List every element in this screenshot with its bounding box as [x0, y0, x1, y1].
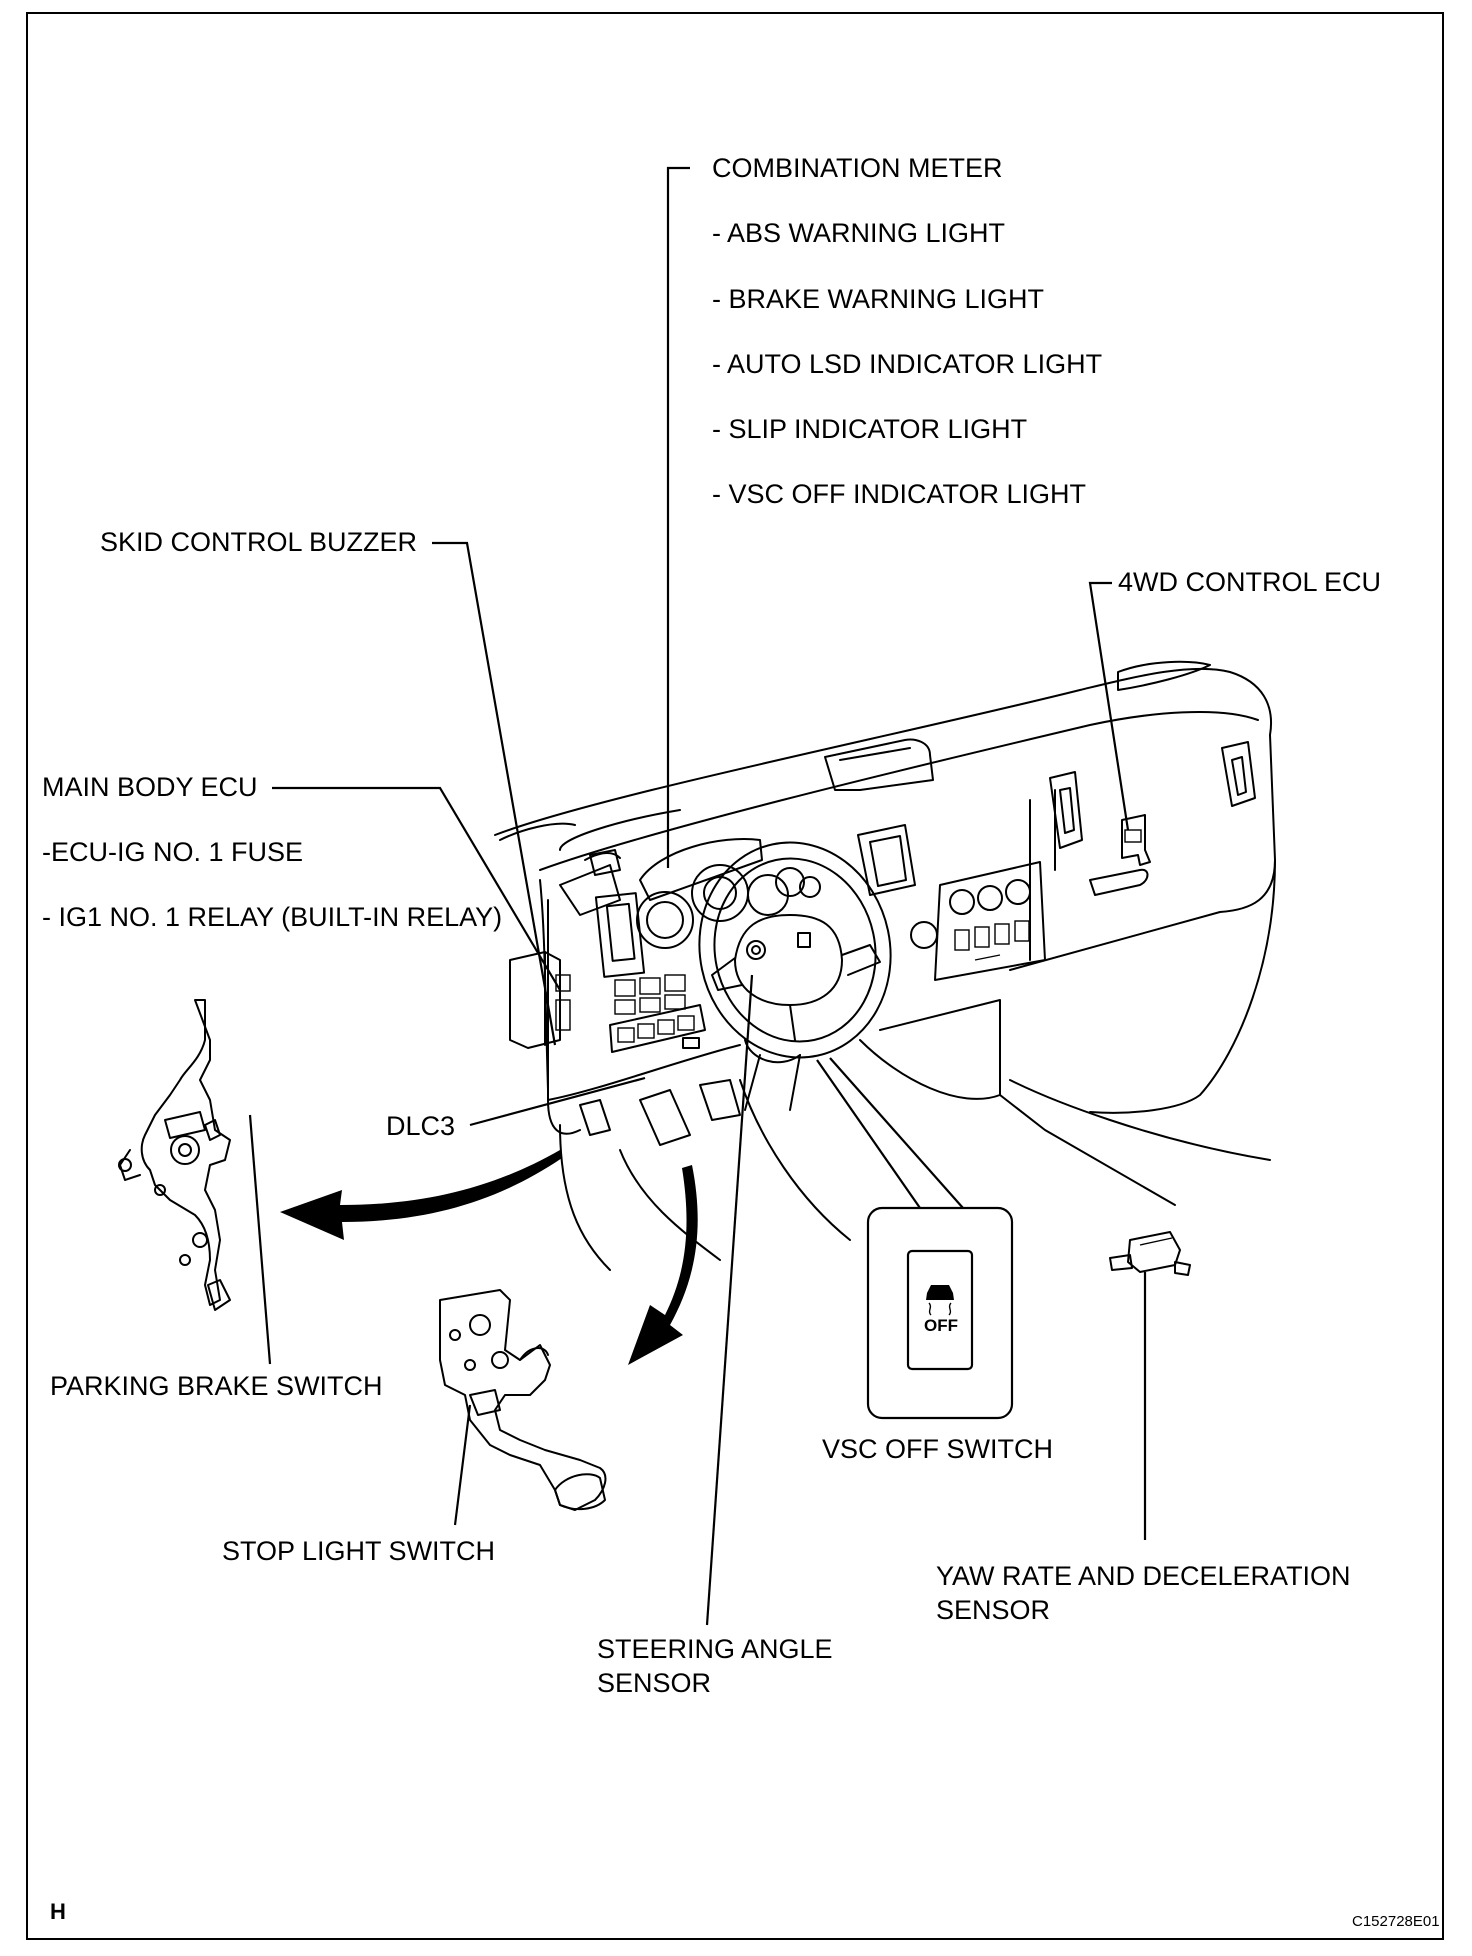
brake-pedal-assembly: [439, 1289, 607, 1511]
leader-lines: [248, 166, 1147, 1626]
diagram-frame: [26, 12, 1444, 1940]
vsc-off-switch-callout: [866, 1206, 1014, 1420]
label-vsc-off-switch: VSC OFF SWITCH: [822, 1434, 1053, 1464]
label-stop-light-switch: STOP LIGHT SWITCH: [222, 1536, 496, 1566]
label-abs-warning-light: - ABS WARNING LIGHT: [712, 218, 1006, 248]
vsc-switch-off-text: OFF: [924, 1316, 958, 1335]
label-4wd-control-ecu: 4WD CONTROL ECU: [1118, 567, 1382, 597]
label-dlc3: DLC3: [386, 1111, 456, 1141]
yaw-rate-sensor: [1109, 1231, 1191, 1276]
label-steering-angle-line1: STEERING ANGLE: [597, 1634, 833, 1664]
label-ecu-ig-fuse: -ECU-IG NO. 1 FUSE: [42, 837, 304, 867]
label-main-body-ecu: MAIN BODY ECU: [42, 772, 258, 802]
dashboard: [494, 660, 1276, 1271]
label-skid-control-buzzer: SKID CONTROL BUZZER: [100, 527, 418, 557]
label-steering-angle-line2: SENSOR: [597, 1668, 712, 1698]
label-yaw-rate-line1: YAW RATE AND DECELERATION: [936, 1561, 1351, 1591]
label-vsc-off-indicator: - VSC OFF INDICATOR LIGHT: [712, 479, 1087, 509]
label-parking-brake-switch: PARKING BRAKE SWITCH: [50, 1371, 383, 1401]
label-slip-indicator: - SLIP INDICATOR LIGHT: [712, 414, 1028, 444]
arrows: [280, 1150, 698, 1365]
label-auto-lsd-indicator: - AUTO LSD INDICATOR LIGHT: [712, 349, 1103, 379]
footer-figure-code: C152728E01: [1352, 1913, 1440, 1930]
label-combination-meter: COMBINATION METER: [712, 153, 1003, 183]
footer-section-letter: H: [50, 1899, 66, 1924]
label-brake-warning-light: - BRAKE WARNING LIGHT: [712, 284, 1045, 314]
label-ig1-relay: - IG1 NO. 1 RELAY (BUILT-IN RELAY): [42, 902, 503, 932]
label-yaw-rate-line2: SENSOR: [936, 1595, 1051, 1625]
parking-brake-assembly: [118, 999, 231, 1311]
